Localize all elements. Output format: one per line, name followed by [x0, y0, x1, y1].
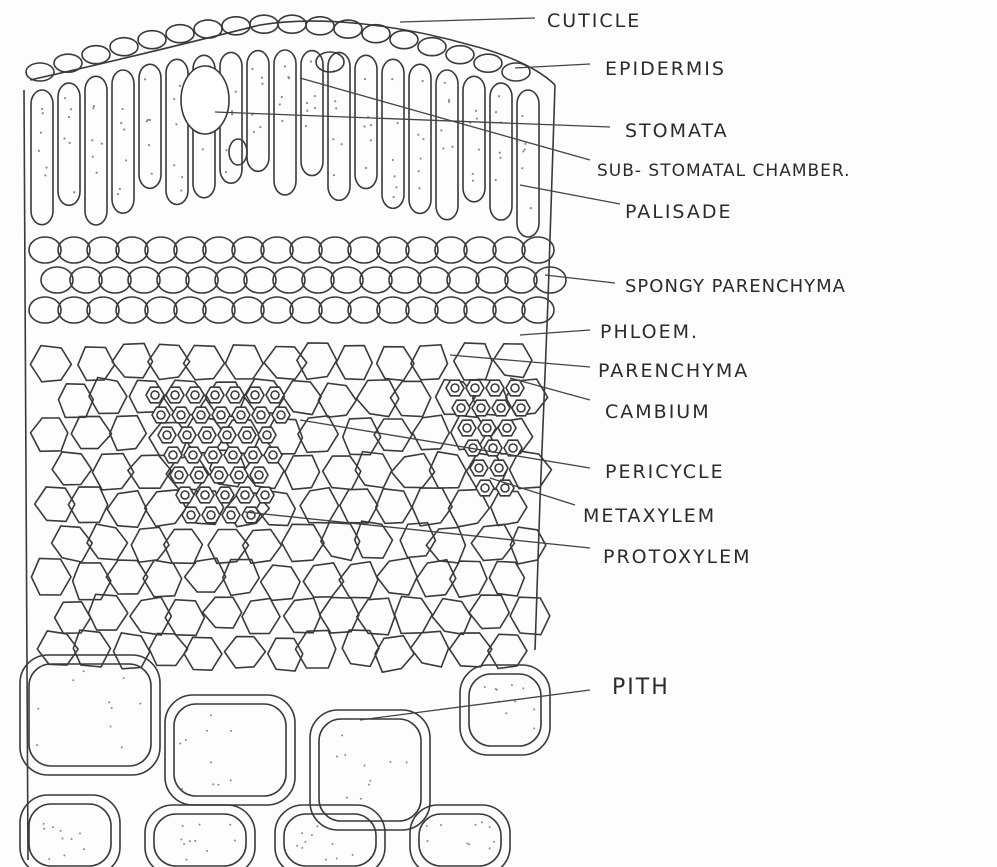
label-protoxylem: PROTOXYLEM — [603, 546, 752, 568]
leader-lines — [215, 18, 620, 720]
spongy-parenchyma-layer — [29, 237, 566, 323]
label-parenchyma: PARENCHYMA — [598, 360, 749, 382]
stoma-region — [181, 52, 344, 165]
label-epidermis: EPIDERMIS — [605, 58, 726, 80]
palisade-layer — [26, 15, 539, 237]
label-pericycle: PERICYCLE — [605, 461, 725, 483]
label-cambium: CAMBIUM — [605, 401, 711, 423]
label-pith: PITH — [612, 675, 670, 700]
label-metaxylem: METAXYLEM — [583, 505, 716, 527]
label-phloem: PHLOEM. — [600, 321, 699, 343]
label-palisade: PALISADE — [625, 201, 732, 223]
label-spongy-parenchyma: SPONGY PARENCHYMA — [625, 276, 846, 297]
pith-cells — [20, 655, 550, 867]
label-stomata: STOMATA — [625, 120, 729, 142]
label-cuticle: CUTICLE — [547, 10, 641, 32]
label-group: CUTICLE EPIDERMIS STOMATA SUB- STOMATAL … — [547, 10, 851, 700]
label-sub-stomatal-chamber: SUB- STOMATAL CHAMBER. — [597, 161, 851, 181]
